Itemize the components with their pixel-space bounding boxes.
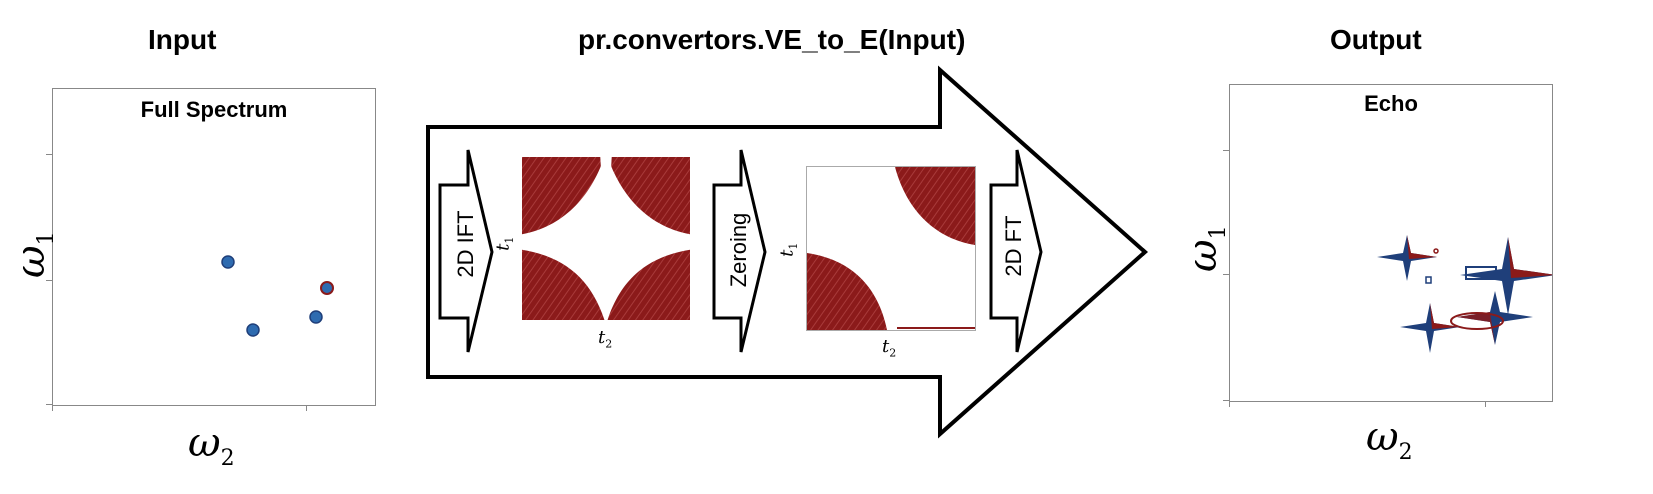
step-label-ift: 2D IFT: [453, 210, 478, 278]
time-plot-full-xlabel: t2: [598, 327, 613, 351]
step-label-ft: 2D FT: [1001, 215, 1026, 277]
echo-peak: [1377, 235, 1437, 281]
peak: [320, 281, 334, 295]
step-arrow-ift: [438, 149, 494, 353]
time-plot-zeroed-ylabel: t1: [776, 242, 800, 257]
step-arrow-zeroing: [712, 149, 767, 353]
peak: [309, 310, 323, 324]
output-xlabel: ω2: [1366, 414, 1413, 465]
step-arrow-ft: [989, 149, 1043, 353]
y-tick: [46, 280, 52, 281]
y-tick: [1223, 400, 1229, 401]
echo-peak: [1460, 237, 1552, 315]
process-header: pr.convertors.VE_to_E(Input): [578, 24, 966, 55]
output-ylabel: ω1: [1180, 225, 1231, 272]
y-tick: [1223, 274, 1229, 275]
y-tick: [1223, 150, 1229, 151]
step-label-zeroing: Zeroing: [726, 212, 751, 288]
input-spectrum-plot: Full Spectrum: [52, 88, 376, 406]
peak: [221, 255, 235, 269]
echo-peak: [1400, 303, 1460, 353]
time-plot-zeroed: [806, 166, 976, 331]
input-peaks: [221, 255, 334, 337]
time-plot-full: [522, 157, 690, 320]
input-xlabel: ω2: [188, 420, 235, 471]
x-tick: [306, 405, 307, 411]
x-tick: [52, 405, 53, 411]
input-header: Input: [148, 24, 217, 55]
x-tick: [1485, 401, 1486, 407]
input-plot-title: Full Spectrum: [140, 97, 288, 122]
peak: [246, 323, 260, 337]
x-tick: [1229, 401, 1230, 407]
y-tick: [46, 404, 52, 405]
output-echo-plot: Echo: [1229, 84, 1553, 402]
y-tick: [46, 154, 52, 155]
output-plot-title: Echo: [1364, 91, 1418, 116]
echo-peak: [1450, 291, 1533, 345]
output-peaks: [1377, 235, 1552, 353]
output-header: Output: [1330, 24, 1422, 55]
time-plot-full-ylabel: t1: [492, 236, 516, 251]
time-plot-zeroed-xlabel: t2: [882, 336, 897, 360]
